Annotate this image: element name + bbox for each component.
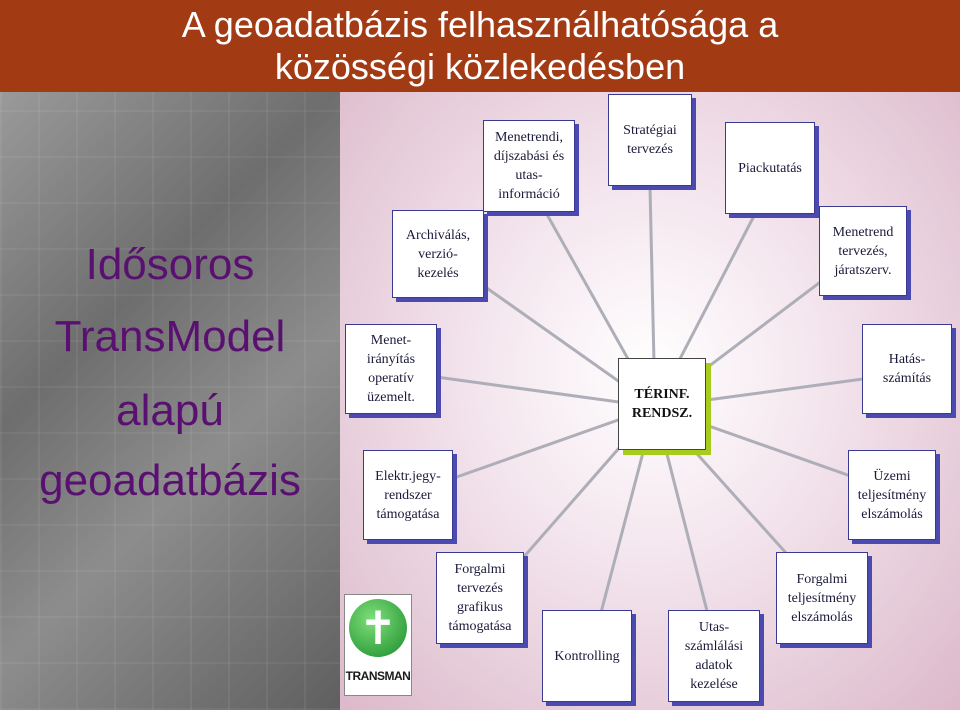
- node-strategiai[interactable]: Stratégiai tervezés: [608, 94, 692, 186]
- logo-text: TRANSMAN: [345, 669, 411, 683]
- node-utasszamlalasi[interactable]: Utas- számlálási adatok kezelése: [668, 610, 760, 702]
- center-node-terinf[interactable]: TÉRINF. RENDSZ.: [618, 358, 706, 450]
- node-menetrendi[interactable]: Menetrendi, díjszabási és utas- informác…: [483, 120, 575, 212]
- transman-logo: ✝ TRANSMAN: [344, 594, 412, 696]
- title-line-2: közösségi közlekedésben: [274, 46, 686, 87]
- node-piackutatas[interactable]: Piackutatás: [725, 122, 815, 214]
- title-bar: A geoadatbázis felhasználhatósága a közö…: [0, 0, 960, 92]
- side-text-alapu: alapú: [116, 386, 224, 435]
- side-text-geoadatbazis: geoadatbázis: [39, 456, 301, 505]
- node-kontrolling[interactable]: Kontrolling: [542, 610, 632, 702]
- node-hatasszamitas[interactable]: Hatás- számítás: [862, 324, 952, 414]
- cross-icon: ✝: [358, 601, 398, 655]
- side-text-idosoros: Idősoros: [85, 240, 255, 289]
- node-forgalmi-teljesitmeny[interactable]: Forgalmi teljesítmény elszámolás: [776, 552, 868, 644]
- node-elektr[interactable]: Elektr.jegy- rendszer támogatása: [363, 450, 453, 540]
- side-text-transmodel: TransModel: [54, 312, 286, 361]
- node-menetiranyitas[interactable]: Menet- irányítás operatív üzemelt.: [345, 324, 437, 414]
- left-background: [0, 92, 340, 710]
- node-uzemi[interactable]: Üzemi teljesítmény elszámolás: [848, 450, 936, 540]
- title-line-1: A geoadatbázis felhasználhatósága a: [181, 4, 779, 45]
- node-archivalas[interactable]: Archiválás, verzió- kezelés: [392, 210, 484, 298]
- node-forgalmi-tervezes[interactable]: Forgalmi tervezés grafikus támogatása: [436, 552, 524, 644]
- line-to-menetiranyitas: [399, 370, 656, 409]
- logo-emblem: ✝: [349, 599, 407, 657]
- node-menetrend-tervezes[interactable]: Menetrend tervezés, járatszerv.: [819, 206, 907, 296]
